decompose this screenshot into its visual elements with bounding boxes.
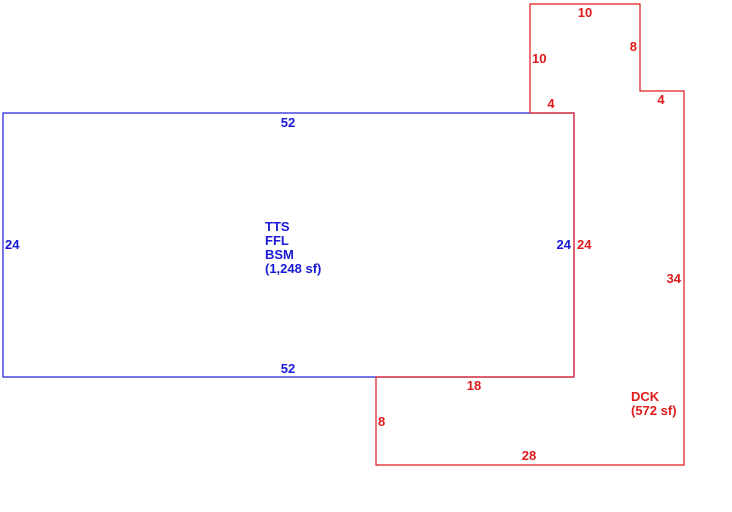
deck-dimension-lower-top: 18 [467, 378, 481, 393]
deck-dimension-inner-right: 24 [577, 237, 592, 252]
main-dimension-bottom: 52 [281, 361, 295, 376]
main-label-bsm: BSM [265, 247, 294, 262]
main-dimension-left: 24 [5, 237, 20, 252]
deck-dimension-step-left: 4 [547, 96, 555, 111]
deck-dimension-lower-left: 8 [378, 414, 385, 429]
deck-dimension-outer-right: 34 [667, 271, 682, 286]
main-dimension-right: 24 [557, 237, 572, 252]
deck-dimension-step-right: 4 [657, 92, 665, 107]
deck-area-value: (572 sf) [631, 403, 677, 418]
deck-dimension-bottom: 28 [522, 448, 536, 463]
main-label-tts: TTS [265, 219, 290, 234]
deck-dimension-upper-left: 10 [532, 51, 546, 66]
deck-outline [375, 3, 685, 466]
main-dimension-top: 52 [281, 115, 295, 130]
deck-label-dck: DCK [631, 389, 660, 404]
main-area-value: (1,248 sf) [265, 261, 321, 276]
deck-dimension-upper-top: 10 [578, 5, 592, 20]
deck-dimension-upper-right: 8 [630, 39, 637, 54]
main-label-ffl: FFL [265, 233, 289, 248]
